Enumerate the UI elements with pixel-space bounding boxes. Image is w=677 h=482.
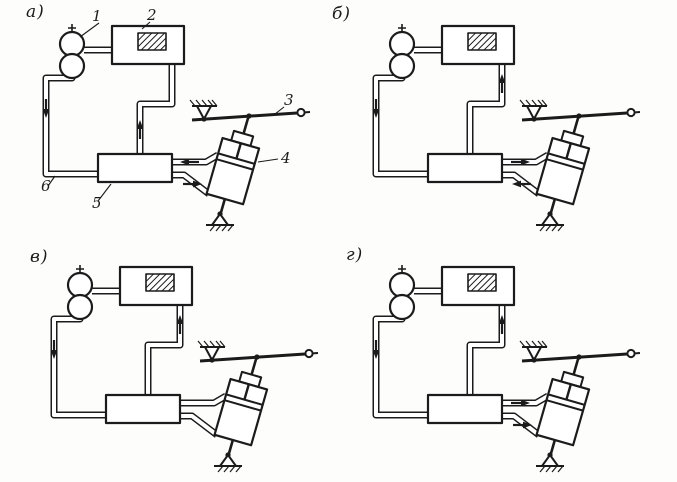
flow-arrow-up (498, 315, 506, 334)
flow-arrow-down (42, 99, 50, 118)
callout-leader-6 (47, 175, 56, 187)
circuit-diagram-g (330, 247, 660, 482)
panel-a-label: а) (26, 2, 45, 22)
callout-4: 4 (280, 149, 291, 167)
callout-3: 3 (284, 91, 294, 109)
flow-arrow-down (372, 340, 380, 359)
callout-2: 2 (146, 6, 157, 24)
panel-b: б) (330, 2, 660, 237)
flow-arrow-left (180, 158, 199, 166)
panel-g: г) (330, 243, 660, 478)
panel-v: в) (8, 243, 338, 478)
callout-leader-4 (257, 158, 279, 163)
flow-arrow-right (183, 180, 202, 188)
circuit-diagram-a: 1 2 3 4 5 6 (41, 6, 330, 241)
flow-arrow-up (498, 74, 506, 93)
flow-arrow-up (176, 315, 184, 334)
callout-6: 6 (41, 177, 51, 195)
callout-1: 1 (92, 7, 102, 25)
flow-arrow-left (512, 180, 531, 188)
flow-arrow-up (136, 120, 144, 139)
circuit-instance (54, 265, 318, 472)
circuit-instance (376, 265, 640, 472)
flow-arrow-right (513, 421, 532, 429)
flow-arrow-right (511, 399, 530, 407)
panel-a: а) 1 2 3 4 5 6 (0, 2, 330, 237)
callout-leader-5 (97, 183, 112, 202)
panel-b-label: б) (332, 4, 352, 24)
callout-5: 5 (92, 194, 102, 212)
callouts: 1 2 3 4 5 6 (41, 6, 294, 212)
circuit-instance (46, 24, 310, 231)
callout-leader-3 (274, 106, 285, 115)
flow-arrow-down (372, 99, 380, 118)
circuit-diagram-v (8, 247, 338, 482)
callout-leader-2 (141, 21, 151, 30)
flow-arrow-down (50, 340, 58, 359)
panel-v-label: в) (30, 247, 49, 267)
flow-arrow-right (511, 158, 530, 166)
panel-g-label: г) (346, 245, 364, 265)
circuit-diagram-b (330, 6, 660, 241)
circuit-instance (376, 24, 640, 231)
callout-leader-1 (79, 22, 100, 38)
